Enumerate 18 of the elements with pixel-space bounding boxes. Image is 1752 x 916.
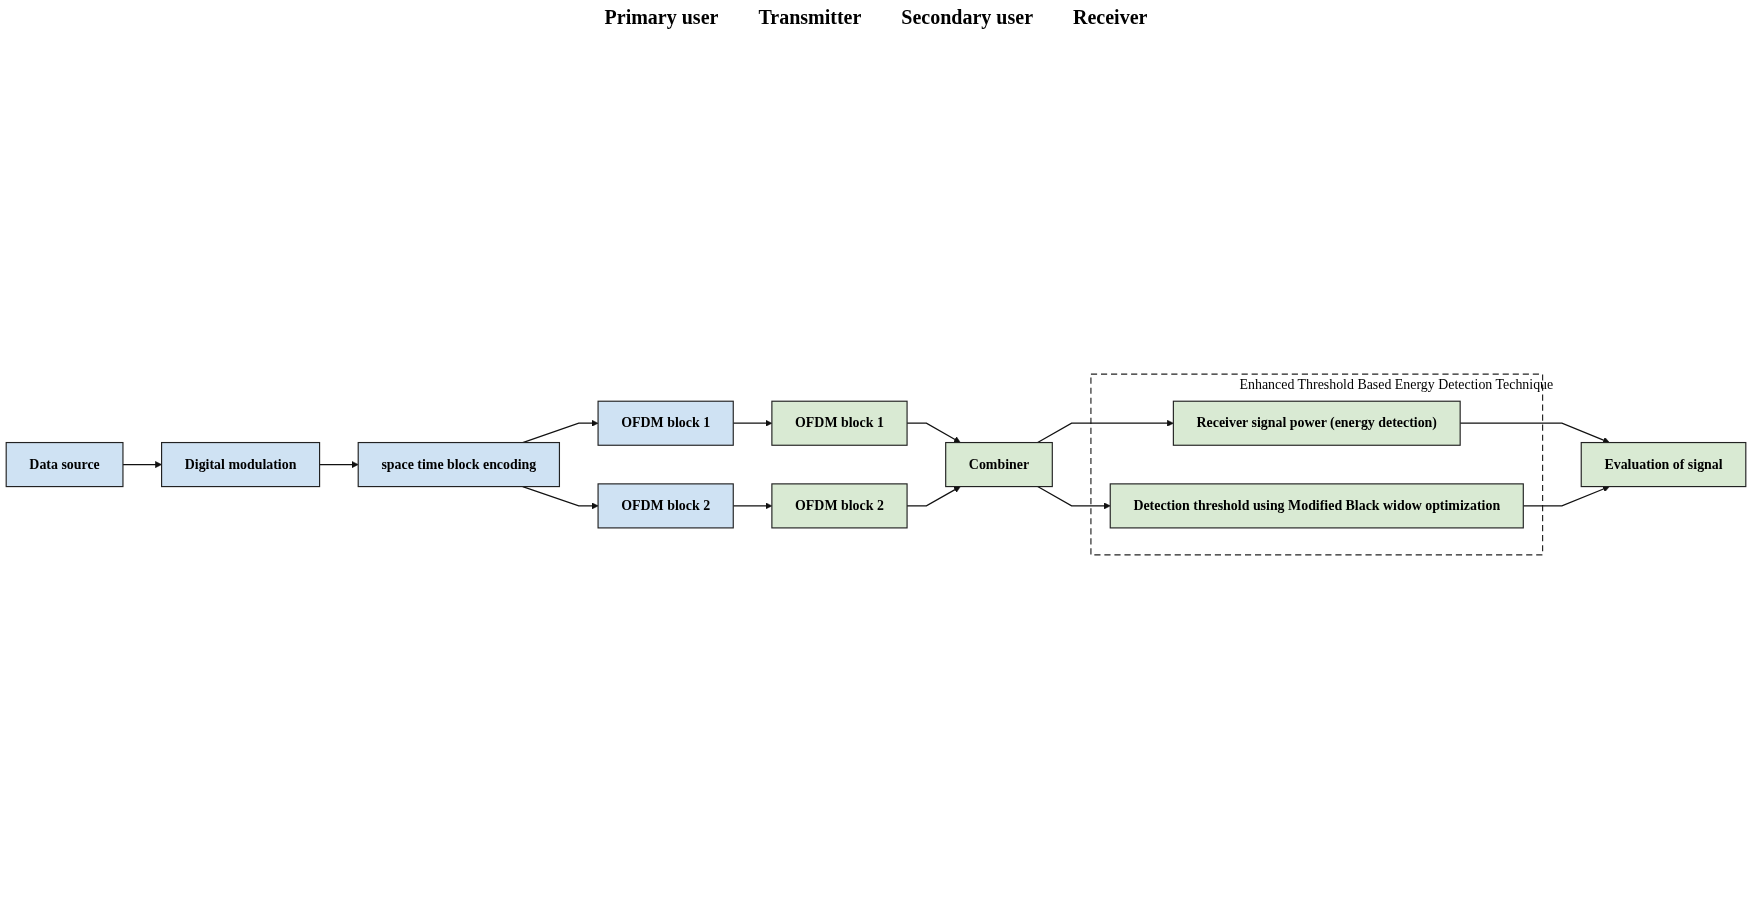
section-label: Receiver xyxy=(1073,6,1148,29)
node-box: Digital modulation xyxy=(161,442,321,488)
arrow xyxy=(522,420,599,444)
node-box: Detection threshold using Modified Black widow optimization xyxy=(1109,483,1524,529)
section-label: Secondary user xyxy=(901,6,1034,29)
node-box: OFDM block 1 xyxy=(771,401,908,447)
node-box: Receiver signal power (energy detection) xyxy=(1172,401,1461,447)
node-box: Combiner xyxy=(945,442,1053,488)
section-label: Primary user xyxy=(604,6,719,29)
node-box: Evaluation of signal xyxy=(1580,442,1747,488)
node-box: space time block encoding xyxy=(357,442,561,488)
node-box: Data source xyxy=(5,442,124,488)
section-label: Transmitter xyxy=(758,6,862,29)
node-box: OFDM block 2 xyxy=(771,483,908,529)
node-box: OFDM block 2 xyxy=(597,483,734,529)
arrow xyxy=(1037,420,1174,444)
arrow xyxy=(122,461,162,469)
node-box: OFDM block 1 xyxy=(597,401,734,447)
